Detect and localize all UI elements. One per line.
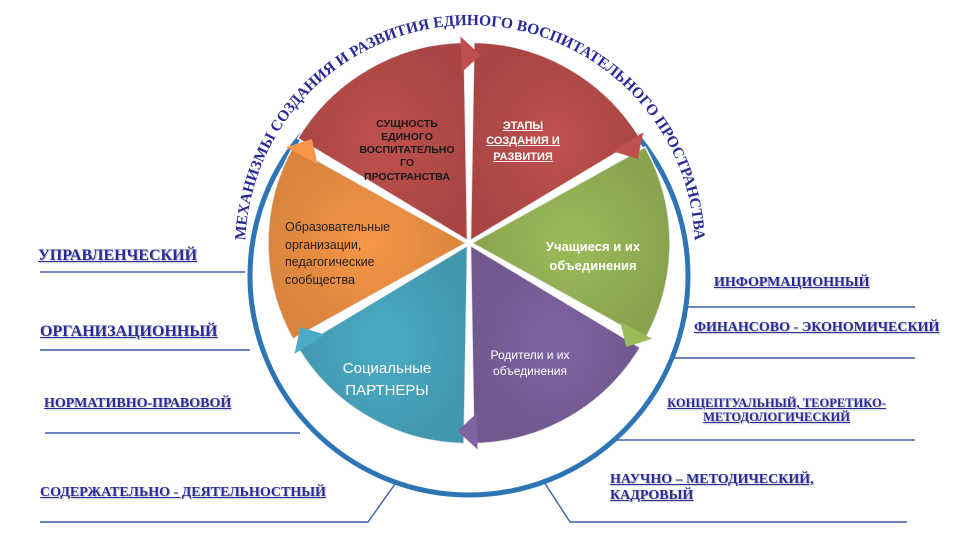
segment-partners-arrow [294,327,326,354]
label-financial: ФИНАНСОВО - ЭКОНОМИЧЕСКИЙ [694,320,940,335]
segment-label-students: Учащиеся и их объединения [545,239,641,273]
connector-line [534,467,907,523]
segment-label-education: Образовательные организации, педагогичес… [285,220,391,287]
segment-stages-shade [470,42,641,241]
label-conceptual: КОНЦЕПТУАЛЬНЫЙ, ТЕОРЕТИКО-МЕТОДОЛОГИЧЕСК… [667,396,886,425]
segment-essence-shade [297,42,468,241]
segment-education-shade [267,147,466,339]
label-organizational: ОРГАНИЗАЦИОННЫЙ [40,323,218,340]
segment-essence-arrow [460,36,481,73]
segment-parents-shade [470,245,641,444]
segment-students-arrow [620,321,653,348]
segment-parents-arrow [457,413,478,450]
segment-label-parents: Родители и их объединения [490,348,570,379]
segment-stages-arrow [612,132,644,159]
label-scientific: НАУЧНО – МЕТОДИЧЕСКИЙ, КАДРОВЫЙ [610,472,814,504]
segment-label-stages: ЭТАПЫ СОЗДАНИЯ И РАЗВИТИЯ [486,120,560,163]
segment-label-essence: СУЩНОСТЬ ЕДИНОГО ВОСПИТАТЕЛЬНО ГО ПРОСТР… [359,118,455,183]
segment-label-partners: Социальные ПАРТНЕРЫ [342,360,432,399]
connector-line [40,469,406,523]
label-regulatory: НОРМАТИВНО-ПРАВОВОЙ [44,396,232,411]
segment-partners-shade [297,245,468,444]
segment-students-shade [472,147,670,339]
label-content-activity: СОДЕРЖАТЕЛЬНО - ДЕЯТЕЛЬНОСТНЫЙ [40,485,326,500]
label-managerial: УПРАВЛЕНЧЕСКИЙ [38,247,198,264]
label-informational: ИНФОРМАЦИОННЫЙ [714,275,870,290]
segment-education-arrow [285,138,318,165]
